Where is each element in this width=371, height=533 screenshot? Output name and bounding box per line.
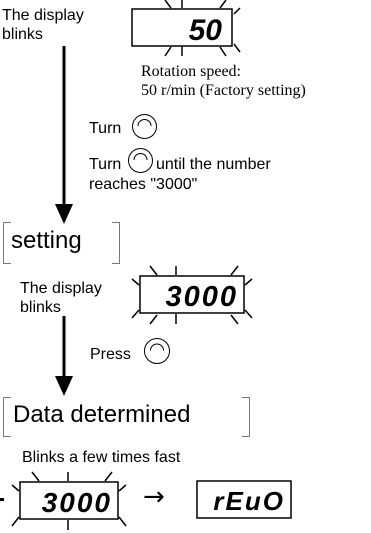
press-label: Press (90, 346, 131, 363)
display-50-value: 50 (189, 14, 223, 47)
right-arrow-icon: → (143, 482, 165, 512)
knob-icon[interactable] (143, 337, 171, 365)
turn-text: Turn (89, 120, 122, 137)
down-arrow-icon (55, 316, 73, 396)
flow-dot (0, 498, 4, 501)
display-3000-final-value: 3000 (42, 487, 112, 518)
setting-heading: setting (11, 227, 82, 254)
turn-until-line2: reaches "3000" (89, 176, 198, 193)
blink-label-2-text: The display blinks (20, 280, 102, 316)
data-determined-bracket-left (3, 397, 11, 437)
blink-label-1: The display blinks (2, 6, 122, 44)
knob-icon[interactable] (131, 113, 158, 140)
rotation-caption-2: 50 r/min (Factory setting) (141, 82, 306, 99)
display-50: 50 (131, 0, 241, 57)
setting-bracket-left (3, 222, 11, 264)
blink-label-2: The display blinks (20, 279, 135, 317)
blinks-subtext: Blinks a few times fast (22, 449, 181, 466)
display-3000-value: 3000 (165, 281, 238, 313)
data-determined-heading: Data determined (13, 401, 191, 428)
turn-until-before: Turn (89, 156, 122, 173)
setting-bracket-right (112, 222, 120, 264)
display-3000: 3000 (131, 265, 253, 325)
display-result-value: rEuO (213, 486, 285, 516)
data-determined-bracket-right (242, 397, 250, 437)
display-result: rEuO (196, 480, 292, 519)
down-arrow-icon (55, 46, 73, 224)
turn-label: Turn (89, 119, 121, 138)
blink-label-1-text: The display blinks (2, 7, 84, 43)
turn-until-after: until the number (156, 156, 271, 173)
knob-icon[interactable] (127, 147, 154, 174)
rotation-caption-1: Rotation speed: (141, 63, 241, 80)
display-3000-final: 3000 (11, 471, 127, 530)
